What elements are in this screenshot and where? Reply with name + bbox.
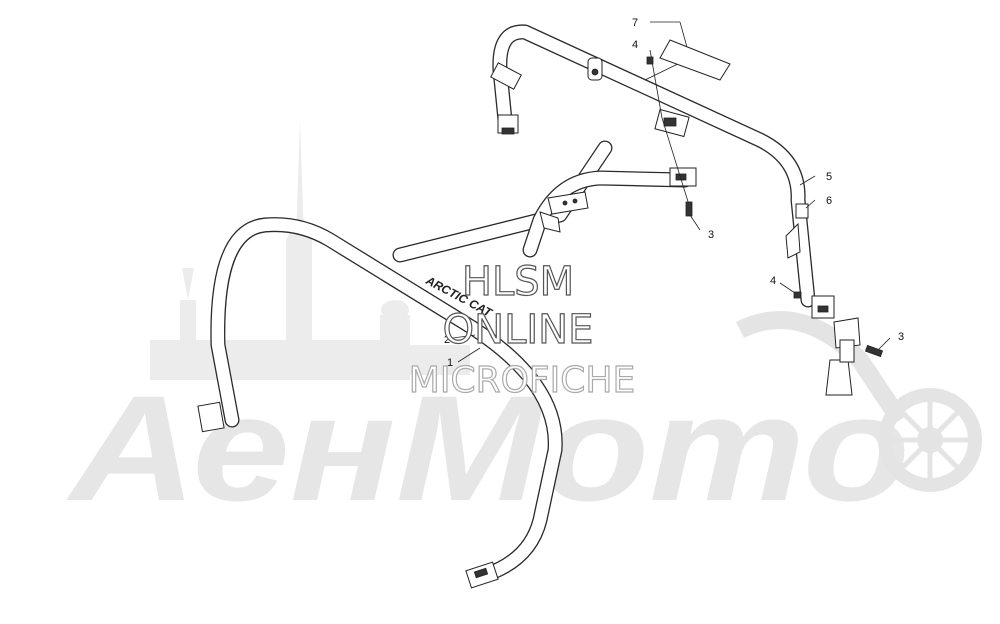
callout-4-upper: 4 bbox=[632, 39, 638, 51]
center-cross-bar bbox=[392, 140, 693, 263]
center-mount-plate bbox=[539, 191, 589, 233]
skyline-watermark bbox=[150, 120, 470, 380]
callout-3-lower: 3 bbox=[898, 331, 904, 343]
brand-watermark: АенМото bbox=[65, 364, 910, 532]
wheel-watermark bbox=[735, 311, 982, 492]
callout-4-lower: 4 bbox=[770, 275, 776, 287]
callout-1: 1 bbox=[447, 357, 453, 369]
callout-5: 5 bbox=[826, 171, 832, 183]
hardware bbox=[646, 56, 884, 358]
watermark-hlsm: HLSM bbox=[462, 259, 574, 305]
watermark-microfiche: MICROFICHE bbox=[409, 360, 635, 401]
callout-3-upper: 3 bbox=[708, 229, 714, 241]
watermark-online: ONLINE bbox=[443, 307, 594, 353]
callout-6: 6 bbox=[826, 195, 832, 207]
callout-7: 7 bbox=[632, 17, 638, 29]
rear-upper-bar bbox=[492, 24, 816, 308]
mount-stanchion bbox=[825, 317, 861, 396]
bracket-set bbox=[197, 57, 835, 589]
front-main-hoop bbox=[210, 217, 563, 583]
callout-2: 2 bbox=[444, 334, 450, 346]
leader-lines bbox=[452, 21, 891, 363]
